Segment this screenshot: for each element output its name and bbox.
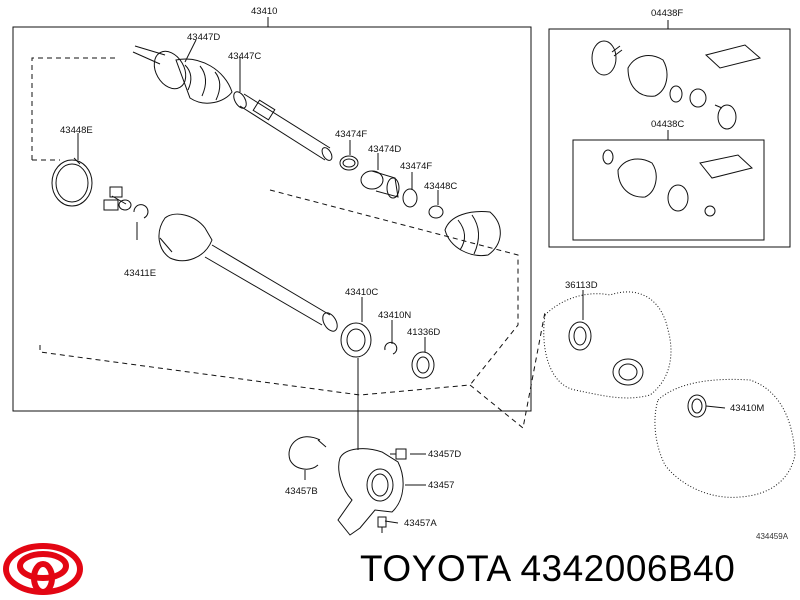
seal-43410M <box>687 394 707 418</box>
label-43448E: 43448E <box>60 125 93 136</box>
bearing-43410C <box>340 322 372 358</box>
label-43474F-a: 43474F <box>335 129 367 140</box>
clamp-43474F-a <box>339 155 359 171</box>
boot-kit-04438C <box>602 149 754 217</box>
label-43457A: 43457A <box>404 518 437 529</box>
clamp-43474F-b <box>402 188 418 208</box>
label-43410C: 43410C <box>345 287 378 298</box>
bolt-43457A <box>377 516 387 533</box>
label-43410N: 43410N <box>378 310 411 321</box>
bearing-bracket-43457 <box>337 448 404 536</box>
label-43447C: 43447C <box>228 51 261 62</box>
outer-cv-joint <box>132 45 247 109</box>
label-36113D: 36113D <box>565 280 598 291</box>
snap-ring-43457B <box>288 436 321 470</box>
boot-kit-frame-inner <box>572 139 765 241</box>
tripod-joint <box>103 186 132 211</box>
label-43448C: 43448C <box>424 181 457 192</box>
clamp-43448C <box>428 205 444 219</box>
boot-kit-04438F <box>591 40 762 130</box>
seal-41336D <box>411 351 435 379</box>
snap-ring-43411E <box>133 204 149 219</box>
bolt-43457D <box>390 448 407 460</box>
label-04438C: 04438C <box>651 119 684 130</box>
label-43474F-b: 43474F <box>400 161 432 172</box>
snap-ring-43410N <box>384 341 398 355</box>
label-43457: 43457 <box>428 480 454 491</box>
label-43457B: 43457B <box>285 486 318 497</box>
seal-36113D <box>568 321 592 351</box>
shaft <box>239 93 333 161</box>
transmission-case <box>543 291 796 498</box>
boot-43474D <box>360 170 400 199</box>
part-caption: TOYOTA 4342006B40 <box>360 548 736 589</box>
label-43411E: 43411E <box>124 268 156 279</box>
label-43447D: 43447D <box>187 32 220 43</box>
label-04438F: 04438F <box>651 8 683 19</box>
housing-bore <box>612 358 644 386</box>
inner-joint-housing <box>158 213 338 332</box>
label-43474D: 43474D <box>368 144 401 155</box>
boot-kit-frame-outer <box>548 28 791 248</box>
main-assembly-frame <box>12 26 532 412</box>
label-43410: 43410 <box>251 6 277 17</box>
inner-boot <box>444 211 501 257</box>
label-43410M: 43410M <box>730 403 764 414</box>
label-41336D: 41336D <box>407 327 440 338</box>
label-43457D: 43457D <box>428 449 461 460</box>
toyota-logo <box>3 543 83 595</box>
figure-id: 434459A <box>756 532 789 541</box>
ring-43448E <box>51 157 93 207</box>
